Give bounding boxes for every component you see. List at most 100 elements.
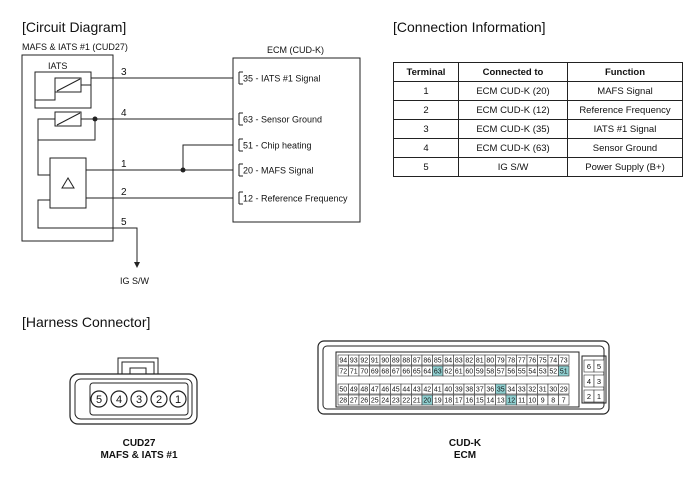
ecm-cell-79: 79 bbox=[495, 354, 507, 366]
svg-text:85: 85 bbox=[434, 358, 442, 365]
svg-text:41: 41 bbox=[434, 387, 442, 394]
svg-text:76: 76 bbox=[528, 358, 536, 365]
ecm-cell-50: 50 bbox=[337, 383, 349, 395]
table-row: 5 IG S/W Power Supply (B+) bbox=[393, 157, 683, 177]
svg-text:61: 61 bbox=[455, 369, 463, 376]
svg-text:68: 68 bbox=[381, 369, 389, 376]
ecm-pin-label: 12 - Reference Frequency bbox=[243, 194, 348, 204]
cell-connected-to: IG S/W bbox=[458, 157, 568, 177]
cud27-caption: CUD27 MAFS & IATS #1 bbox=[84, 438, 194, 462]
svg-text:7: 7 bbox=[562, 398, 566, 405]
ig-switch-label: IG S/W bbox=[120, 276, 150, 286]
ecm-cell-38: 38 bbox=[463, 383, 475, 395]
ecm-pin-20: 20 - MAFS Signal bbox=[238, 163, 314, 177]
ecm-pin-63: 63 - Sensor Ground bbox=[238, 112, 322, 126]
ecm-cell-52: 52 bbox=[547, 365, 559, 377]
svg-text:17: 17 bbox=[455, 398, 463, 405]
ecm-cell-71: 71 bbox=[348, 365, 360, 377]
svg-text:32: 32 bbox=[528, 387, 536, 394]
svg-text:1: 1 bbox=[175, 394, 181, 406]
cud27-pin-1: 1 bbox=[169, 390, 187, 408]
ecm-pin-label: 63 - Sensor Ground bbox=[243, 115, 322, 125]
svg-text:3: 3 bbox=[597, 377, 601, 386]
pin-number-3: 3 bbox=[121, 67, 127, 78]
svg-text:60: 60 bbox=[465, 369, 473, 376]
table-row: 4 ECM CUD-K (63) Sensor Ground bbox=[393, 138, 683, 158]
svg-text:79: 79 bbox=[497, 358, 505, 365]
svg-text:10: 10 bbox=[528, 398, 536, 405]
connection-table: Terminal Connected to Function 1 ECM CUD… bbox=[393, 62, 683, 177]
cell-connected-to: ECM CUD-K (63) bbox=[458, 138, 568, 158]
svg-text:90: 90 bbox=[381, 358, 389, 365]
ecm-cell-13: 13 bbox=[495, 394, 507, 406]
cell-function: Power Supply (B+) bbox=[567, 157, 683, 177]
ecm-cell-56: 56 bbox=[505, 365, 517, 377]
svg-text:18: 18 bbox=[444, 398, 452, 405]
ecm-cell-83: 83 bbox=[453, 354, 465, 366]
svg-text:77: 77 bbox=[518, 358, 526, 365]
cud27-pin-5: 5 bbox=[90, 390, 108, 408]
ecm-cell-57: 57 bbox=[495, 365, 507, 377]
ecm-cell-61: 61 bbox=[453, 365, 465, 377]
svg-text:74: 74 bbox=[549, 358, 557, 365]
cell-function: Reference Frequency bbox=[567, 100, 683, 120]
svg-text:2: 2 bbox=[587, 392, 591, 401]
svg-text:4: 4 bbox=[587, 377, 591, 386]
ecm-cell-63: 63 bbox=[432, 365, 444, 377]
ecm-cell-59: 59 bbox=[474, 365, 486, 377]
svg-text:78: 78 bbox=[507, 358, 515, 365]
ecm-cell-90: 90 bbox=[379, 354, 391, 366]
svg-text:94: 94 bbox=[339, 358, 347, 365]
svg-text:46: 46 bbox=[381, 387, 389, 394]
ecm-pin-12: 12 - Reference Frequency bbox=[238, 191, 348, 205]
ecm-cell-55: 55 bbox=[516, 365, 528, 377]
ecm-cell-91: 91 bbox=[369, 354, 381, 366]
ecm-cell-20: 20 bbox=[421, 394, 433, 406]
ecm-cell-32: 32 bbox=[526, 383, 538, 395]
svg-text:24: 24 bbox=[381, 398, 389, 405]
ecm-cell-39: 39 bbox=[453, 383, 465, 395]
svg-text:29: 29 bbox=[560, 387, 568, 394]
cell-function: Sensor Ground bbox=[567, 138, 683, 158]
ecm-side-cell-2: 2 bbox=[583, 389, 595, 403]
svg-text:63: 63 bbox=[434, 369, 442, 376]
svg-text:66: 66 bbox=[402, 369, 410, 376]
svg-text:6: 6 bbox=[587, 362, 591, 371]
svg-text:22: 22 bbox=[402, 398, 410, 405]
ecm-cell-17: 17 bbox=[453, 394, 465, 406]
ecm-cell-87: 87 bbox=[411, 354, 423, 366]
svg-text:5: 5 bbox=[597, 362, 601, 371]
svg-text:33: 33 bbox=[518, 387, 526, 394]
ecm-box bbox=[232, 57, 361, 223]
cud27-caption-line1: CUD27 bbox=[122, 438, 156, 449]
svg-text:62: 62 bbox=[444, 369, 452, 376]
ecm-cell-77: 77 bbox=[516, 354, 528, 366]
circuit-diagram-title: [Circuit Diagram] bbox=[22, 19, 127, 35]
svg-text:5: 5 bbox=[96, 394, 102, 406]
svg-text:12: 12 bbox=[507, 398, 515, 405]
ecm-cell-62: 62 bbox=[442, 365, 454, 377]
table-row: 1 ECM CUD-K (20) MAFS Signal bbox=[393, 81, 683, 101]
sensor-housing bbox=[21, 54, 114, 242]
ecm-cell-42: 42 bbox=[421, 383, 433, 395]
svg-text:57: 57 bbox=[497, 369, 505, 376]
ecm-cell-75: 75 bbox=[537, 354, 549, 366]
ecm-label: ECM (CUD-K) bbox=[267, 45, 324, 55]
cud27-pin-4: 4 bbox=[110, 390, 128, 408]
svg-text:87: 87 bbox=[413, 358, 421, 365]
ecm-pin-label: 20 - MAFS Signal bbox=[243, 166, 314, 176]
table-row: 2 ECM CUD-K (12) Reference Frequency bbox=[393, 100, 683, 120]
svg-text:9: 9 bbox=[541, 398, 545, 405]
ecm-cell-64: 64 bbox=[421, 365, 433, 377]
svg-text:92: 92 bbox=[360, 358, 368, 365]
ecm-cell-12: 12 bbox=[505, 394, 517, 406]
cell-terminal: 3 bbox=[393, 119, 459, 139]
ecm-cell-92: 92 bbox=[358, 354, 370, 366]
cud27-pin-3: 3 bbox=[130, 390, 148, 408]
svg-text:75: 75 bbox=[539, 358, 547, 365]
svg-text:14: 14 bbox=[486, 398, 494, 405]
pin-number-4: 4 bbox=[121, 108, 127, 119]
ecm-cell-22: 22 bbox=[400, 394, 412, 406]
ecm-cell-68: 68 bbox=[379, 365, 391, 377]
svg-text:25: 25 bbox=[371, 398, 379, 405]
